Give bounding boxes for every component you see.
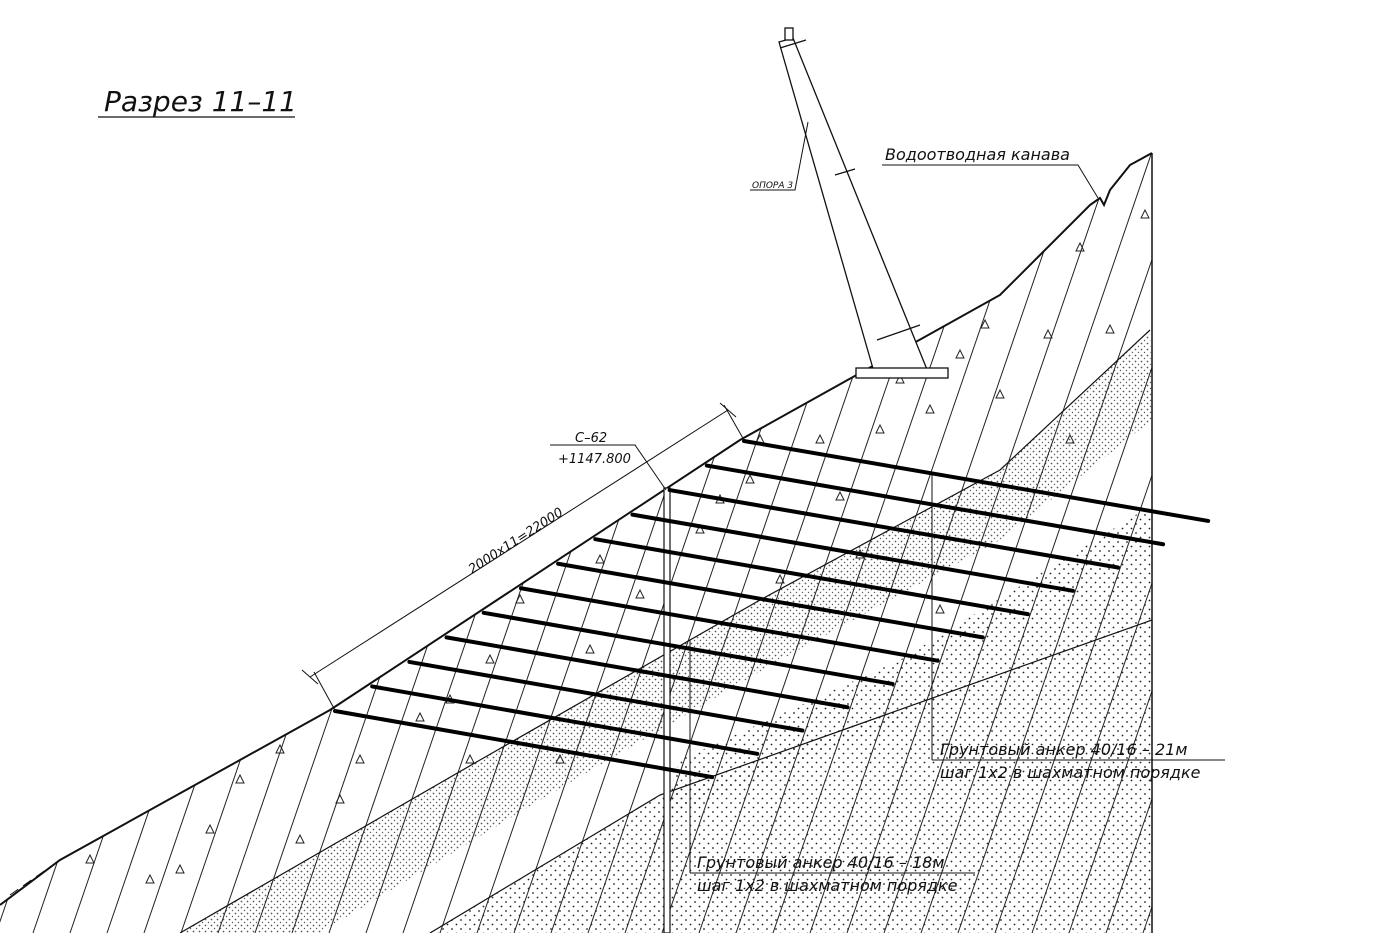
- hatch-line: [1291, 0, 1400, 933]
- rock-fragment-marker: [335, 793, 345, 804]
- dimension-line: [301, 402, 745, 713]
- borehole: [663, 487, 671, 933]
- rock-fragment-marker: [415, 711, 425, 722]
- borehole-elevation: +1147.800: [558, 452, 631, 467]
- sand-layer: [430, 620, 1152, 933]
- hatch-line: [69, 153, 391, 933]
- hatch-line: [1365, 0, 1400, 933]
- pole-label: ОПОРА 3: [752, 181, 793, 191]
- ground-anchor: [333, 709, 715, 780]
- dashed-ground-extension: [9, 859, 61, 896]
- pole-opora-3: [778, 27, 949, 379]
- hatch-line: [0, 153, 169, 933]
- ground-anchor: [407, 659, 805, 733]
- rock-fragment-marker: [925, 403, 935, 414]
- hatch-line: [32, 153, 354, 933]
- hatch-line: [1328, 0, 1400, 933]
- hatch-line: [1217, 0, 1400, 933]
- hatch-line: [994, 153, 1152, 933]
- anchor-lower-line2: шаг 1х2 в шахматном порядке: [697, 876, 958, 895]
- layer-boundary-lower: [429, 619, 1152, 933]
- hatch-line: [883, 153, 1152, 933]
- rock-fragment-marker: [775, 573, 785, 584]
- ground-anchor: [444, 635, 850, 710]
- hatch-line: [0, 153, 280, 933]
- hatch-line: [920, 153, 1152, 933]
- ground-anchor: [518, 586, 940, 663]
- ground-anchor: [593, 537, 1030, 617]
- hatch-line: [1180, 0, 1400, 933]
- ground-anchor: [704, 463, 1166, 547]
- rock-fragment-marker: [295, 833, 305, 844]
- hatch-line: [1068, 153, 1152, 933]
- rock-fragment-marker: [235, 773, 245, 784]
- hatch-line: [0, 153, 95, 933]
- hatch-line: [0, 153, 243, 933]
- hatch-line: [0, 153, 58, 933]
- rock-fragment-marker: [1065, 433, 1075, 444]
- section-title: Разрез 11–11: [104, 85, 297, 118]
- rock-fragment-marker: [585, 643, 595, 654]
- rock-fragment-marker: [745, 473, 755, 484]
- rock-fragment-marker: [555, 753, 565, 764]
- rock-fragment-marker: [895, 373, 905, 384]
- rock-fragment-marker: [205, 823, 215, 834]
- anchor-upper-line2: шаг 1х2 в шахматном порядке: [940, 763, 1201, 782]
- rock-fragment-marker: [1105, 323, 1115, 334]
- rock-fragment-marker: [465, 753, 475, 764]
- rock-fragment-marker: [1075, 241, 1085, 252]
- rock-fragment-marker: [1043, 328, 1053, 339]
- ground-anchor: [481, 610, 895, 686]
- rock-fragment-marker: [595, 553, 605, 564]
- rock-fragment-marker: [935, 603, 945, 614]
- hatch-line: [0, 153, 206, 933]
- hatch-line: [957, 153, 1152, 933]
- anchor-lower-line1: Грунтовый анкер 40/16 – 18м: [697, 853, 944, 872]
- ground-anchor: [370, 684, 760, 756]
- rock-fragment-marker: [635, 588, 645, 599]
- borehole-id: С–62: [575, 431, 607, 446]
- dimension-label: 2000x11=22000: [466, 505, 566, 577]
- hatch-line: [0, 153, 21, 933]
- rock-fragment-marker: [145, 873, 155, 884]
- hatch-line: [1254, 0, 1400, 933]
- rock-fragment-marker: [1140, 208, 1150, 219]
- ground-anchor: [556, 561, 985, 640]
- ground-anchor: [667, 488, 1120, 570]
- rock-fragment-marker: [85, 853, 95, 864]
- ground-surface: [0, 152, 1153, 906]
- rock-fragment-marker: [995, 388, 1005, 399]
- anchor-upper-line1: Грунтовый анкер 40/16 – 21м: [940, 740, 1187, 759]
- rock-fragment-marker: [695, 523, 705, 534]
- rock-fragment-marker: [955, 348, 965, 359]
- rock-fragment-marker: [275, 743, 285, 754]
- ditch-label: Водоотводная канава: [885, 145, 1070, 164]
- ground-anchor: [630, 512, 1075, 593]
- rock-fragment-marker: [355, 753, 365, 764]
- hatch-line: [0, 153, 317, 933]
- rock-fragment-marker: [815, 433, 825, 444]
- leader-lines: [550, 121, 1225, 874]
- ground-anchors: [333, 439, 1211, 780]
- rock-fragment-marker: [835, 490, 845, 501]
- hatch-line: [143, 153, 465, 933]
- rock-fragment-marker: [485, 653, 495, 664]
- hatch-line: [0, 153, 132, 933]
- hatch-line: [1031, 153, 1152, 933]
- ground-anchor: [742, 439, 1211, 523]
- hatch-line: [106, 153, 428, 933]
- rock-fragment-marker: [515, 593, 525, 604]
- rock-fragment-markers: [85, 208, 1150, 884]
- rock-fragment-marker: [175, 863, 185, 874]
- rock-fragment-marker: [875, 423, 885, 434]
- hatch-line: [1142, 153, 1152, 933]
- rock-fragment-marker: [980, 318, 990, 329]
